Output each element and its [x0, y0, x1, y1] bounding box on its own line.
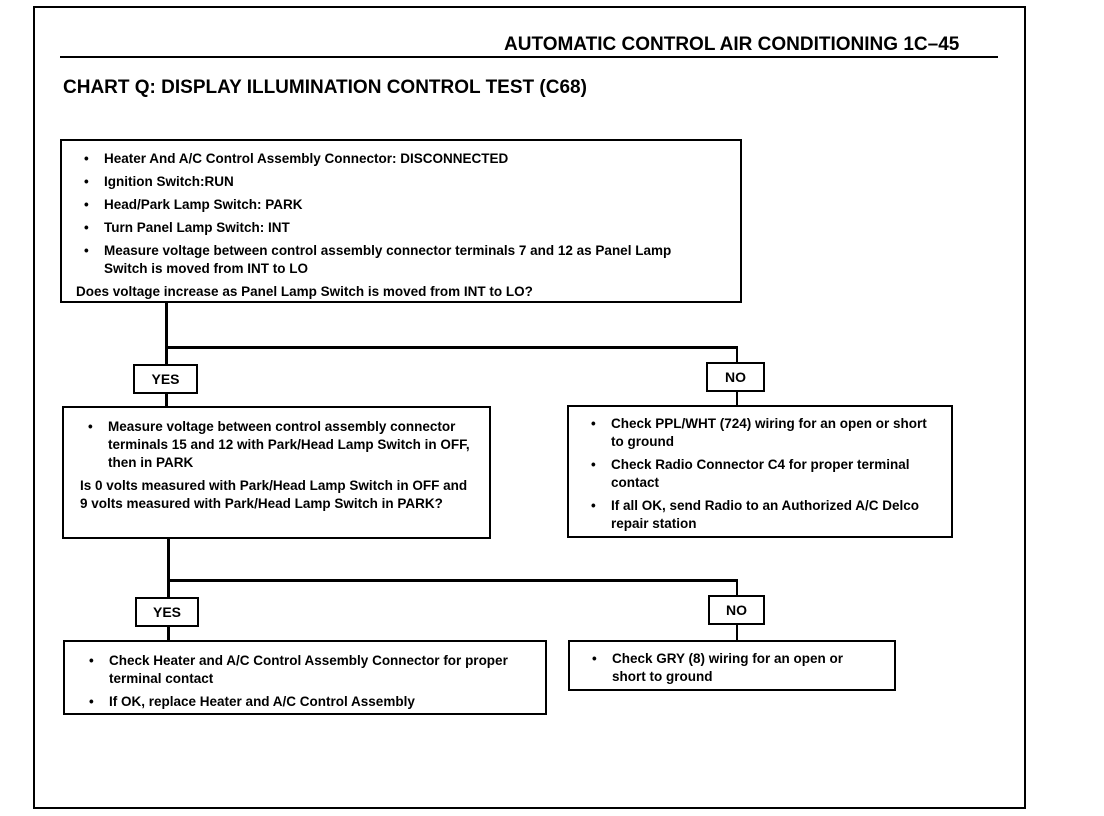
bullet-icon: •	[84, 151, 89, 166]
page-frame	[33, 6, 1026, 809]
no2-check-box: •Check GRY (8) wiring for an open or sho…	[568, 640, 896, 691]
connector-yes1-down	[167, 538, 170, 642]
bullet-icon: •	[591, 416, 596, 431]
bullet-icon: •	[84, 220, 89, 235]
no1-item: •Check Radio Connector C4 for proper ter…	[591, 457, 910, 490]
bullet-icon: •	[84, 197, 89, 212]
bullet-icon: •	[592, 651, 597, 666]
bullet-icon: •	[89, 694, 94, 709]
yes1-measure-box: •Measure voltage between control assembl…	[62, 406, 491, 539]
bullet-icon: •	[591, 498, 596, 513]
chart-title: CHART Q: DISPLAY ILLUMINATION CONTROL TE…	[63, 77, 587, 98]
yes2-check-box: •Check Heater and A/C Control Assembly C…	[63, 640, 547, 715]
yes-label-1: YES	[133, 364, 198, 394]
yes2-item: •If OK, replace Heater and A/C Control A…	[89, 694, 415, 709]
yes2-item: •Check Heater and A/C Control Assembly C…	[89, 653, 508, 686]
start-item: •Measure voltage between control assembl…	[84, 243, 672, 276]
header-rule	[60, 56, 998, 58]
bullet-icon: •	[591, 457, 596, 472]
no1-item: •Check PPL/WHT (724) wiring for an open …	[591, 416, 927, 449]
no-label-1: NO	[706, 362, 765, 392]
bullet-icon: •	[88, 419, 93, 434]
yes-label-2: YES	[135, 597, 199, 627]
connector-start-down	[165, 301, 168, 407]
no1-item: •If all OK, send Radio to an Authorized …	[591, 498, 920, 531]
start-question: Does voltage increase as Panel Lamp Swit…	[76, 284, 533, 299]
start-item: •Turn Panel Lamp Switch: INT	[84, 220, 290, 235]
no1-check-box: •Check PPL/WHT (724) wiring for an open …	[567, 405, 953, 538]
start-item: •Heater And A/C Control Assembly Connect…	[84, 151, 509, 166]
yes1-item: •Measure voltage between control assembl…	[88, 419, 470, 470]
bullet-icon: •	[84, 243, 89, 258]
start-item: •Ignition Switch:RUN	[84, 174, 234, 189]
connector-branch2-horizontal	[167, 579, 738, 582]
no2-item: •Check GRY (8) wiring for an open or sho…	[592, 651, 844, 684]
bullet-icon: •	[84, 174, 89, 189]
no-label-2: NO	[708, 595, 765, 625]
start-item: •Head/Park Lamp Switch: PARK	[84, 197, 303, 212]
section-header-title: AUTOMATIC CONTROL AIR CONDITIONING 1C–45	[504, 34, 960, 55]
start-condition-box: •Heater And A/C Control Assembly Connect…	[60, 139, 742, 303]
yes1-question: Is 0 volts measured with Park/Head Lamp …	[80, 478, 468, 511]
connector-branch1-horizontal	[165, 346, 738, 349]
bullet-icon: •	[89, 653, 94, 668]
